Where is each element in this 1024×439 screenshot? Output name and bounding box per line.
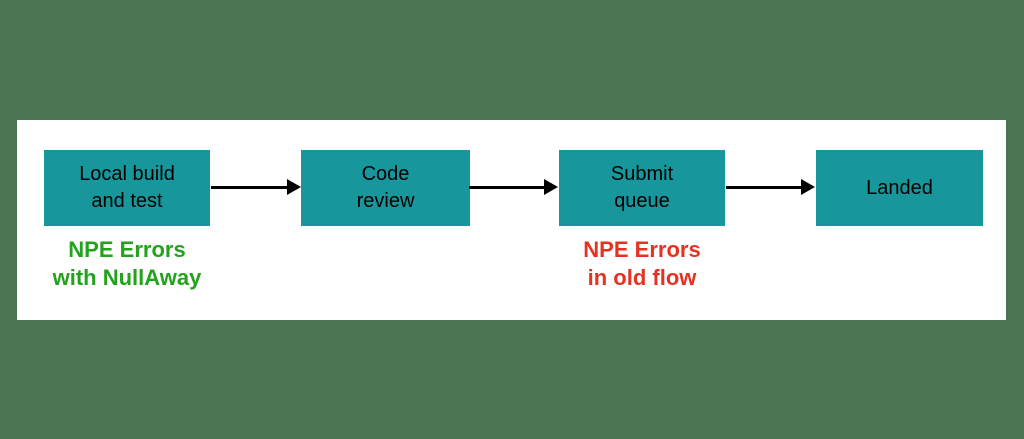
annotation-line: NPE Errors <box>583 237 701 262</box>
box-label-line: Code <box>361 163 410 185</box>
annotation-line: NPE Errors <box>68 237 186 262</box>
flow-arrow-review-to-submit <box>469 179 558 196</box>
arrowhead-icon <box>287 179 301 195</box>
flow-arrow-local-to-review <box>211 179 301 196</box>
box-label-line: review <box>356 190 415 212</box>
annotation-npe-errors-with-nullaway: NPE Errors with NullAway <box>17 236 237 292</box>
arrow-shaft <box>726 186 805 189</box>
flow-box-code-review: Code review <box>301 150 470 226</box>
flow-box-landed: Landed <box>816 150 983 226</box>
box-label-line: Submit <box>610 163 674 185</box>
flow-box-local-build-and-test: Local build and test <box>44 150 210 226</box>
flow-box-submit-queue: Submit queue <box>559 150 725 226</box>
box-label-line: Landed <box>866 176 933 199</box>
arrowhead-icon <box>801 179 815 195</box>
flow-arrow-submit-to-landed <box>726 179 815 196</box>
annotation-line: with NullAway <box>52 265 202 290</box>
arrow-shaft <box>211 186 291 189</box>
arrowhead-icon <box>544 179 558 195</box>
box-label-line: and test <box>91 190 163 212</box>
box-label-line: Local build <box>79 163 175 185</box>
annotation-line: in old flow <box>587 265 697 290</box>
annotation-npe-errors-in-old-flow: NPE Errors in old flow <box>532 236 752 292</box>
box-label-line: queue <box>614 190 670 212</box>
arrow-shaft <box>469 186 548 189</box>
